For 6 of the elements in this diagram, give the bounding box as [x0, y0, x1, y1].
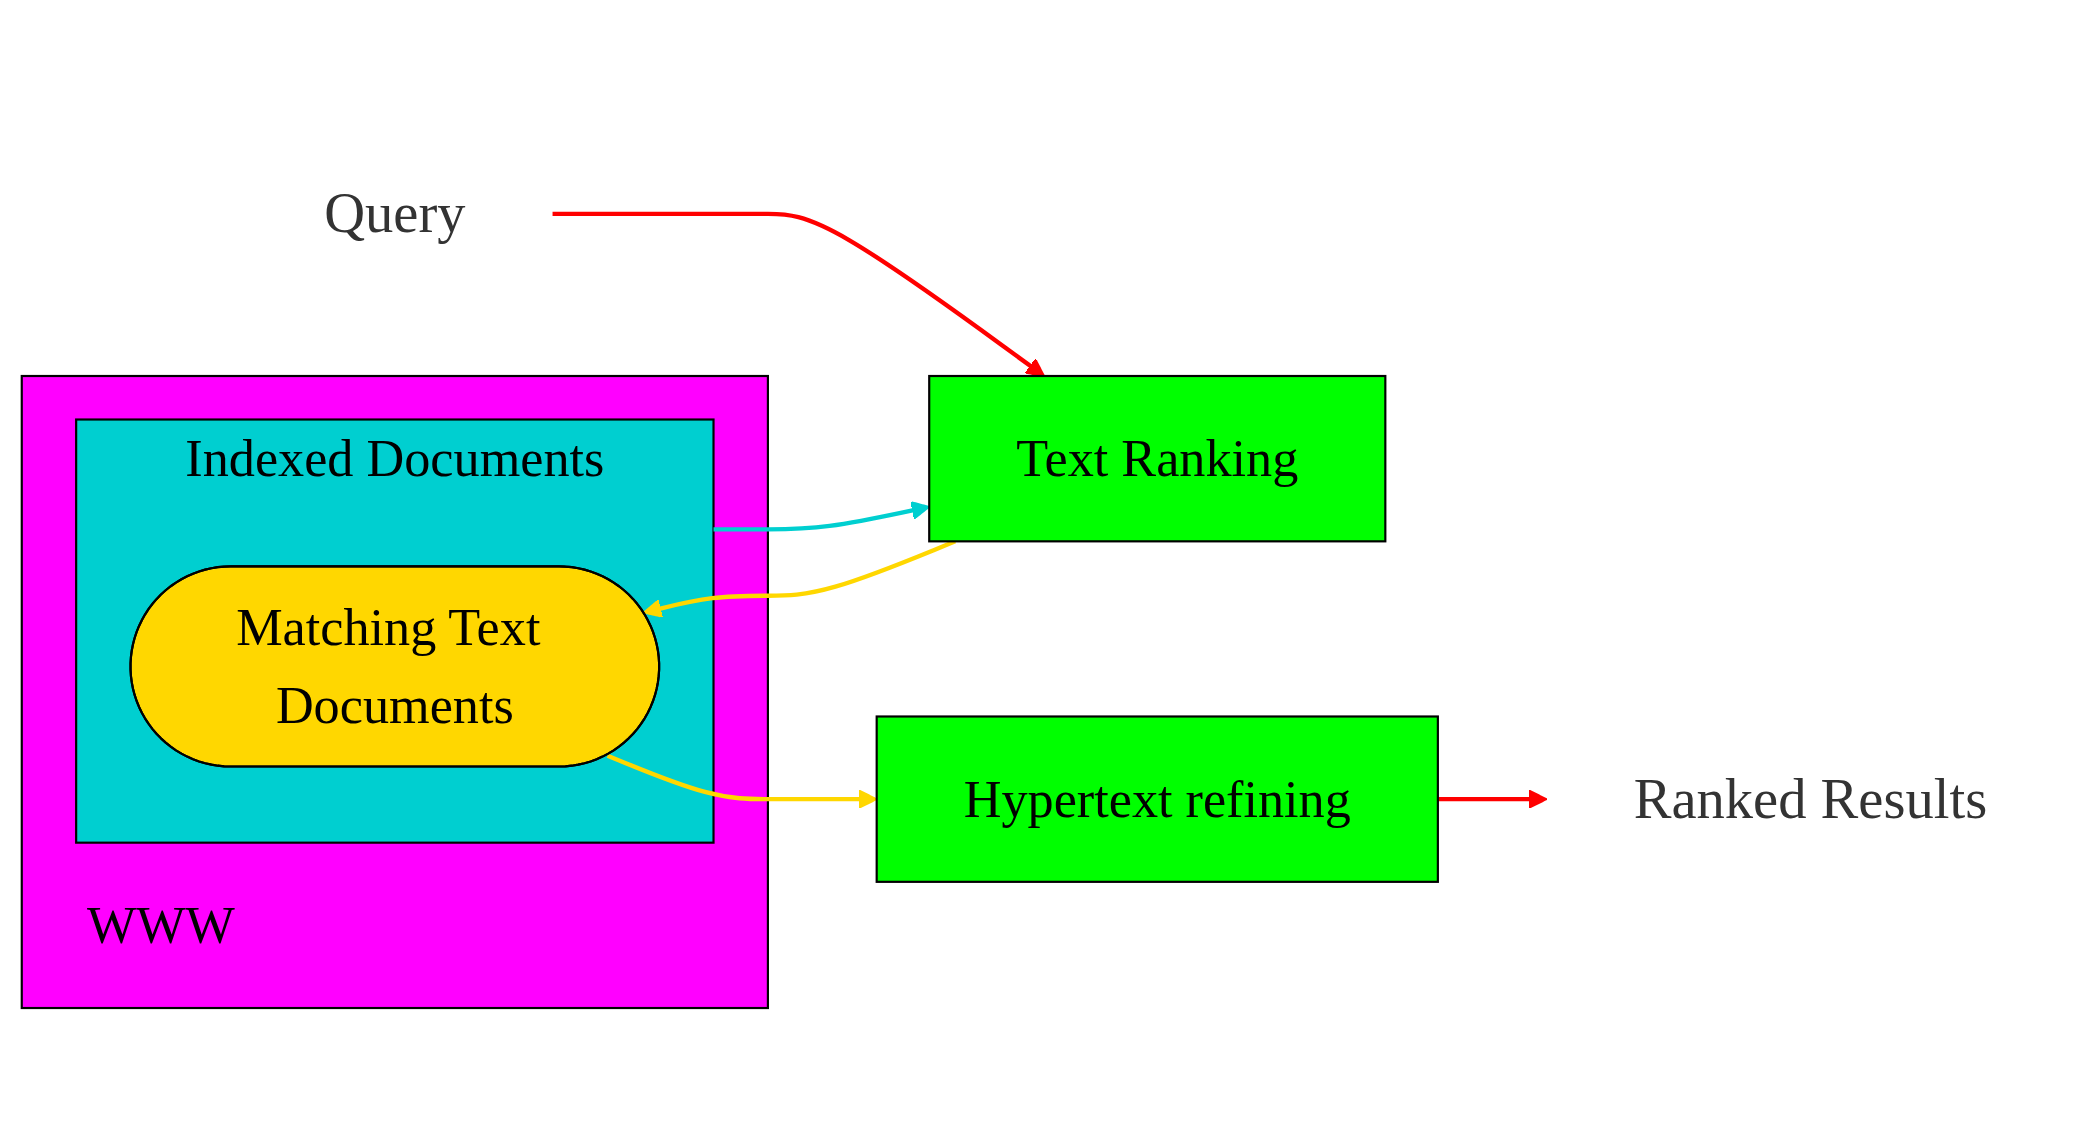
arrow — [552, 211, 1045, 377]
node-text: Ranked Results — [1633, 767, 1988, 831]
node-box: Text Ranking — [928, 374, 1387, 543]
node-text: Query — [324, 182, 466, 246]
arrow — [1437, 789, 1548, 809]
node-box: Hypertext refining — [875, 715, 1439, 883]
